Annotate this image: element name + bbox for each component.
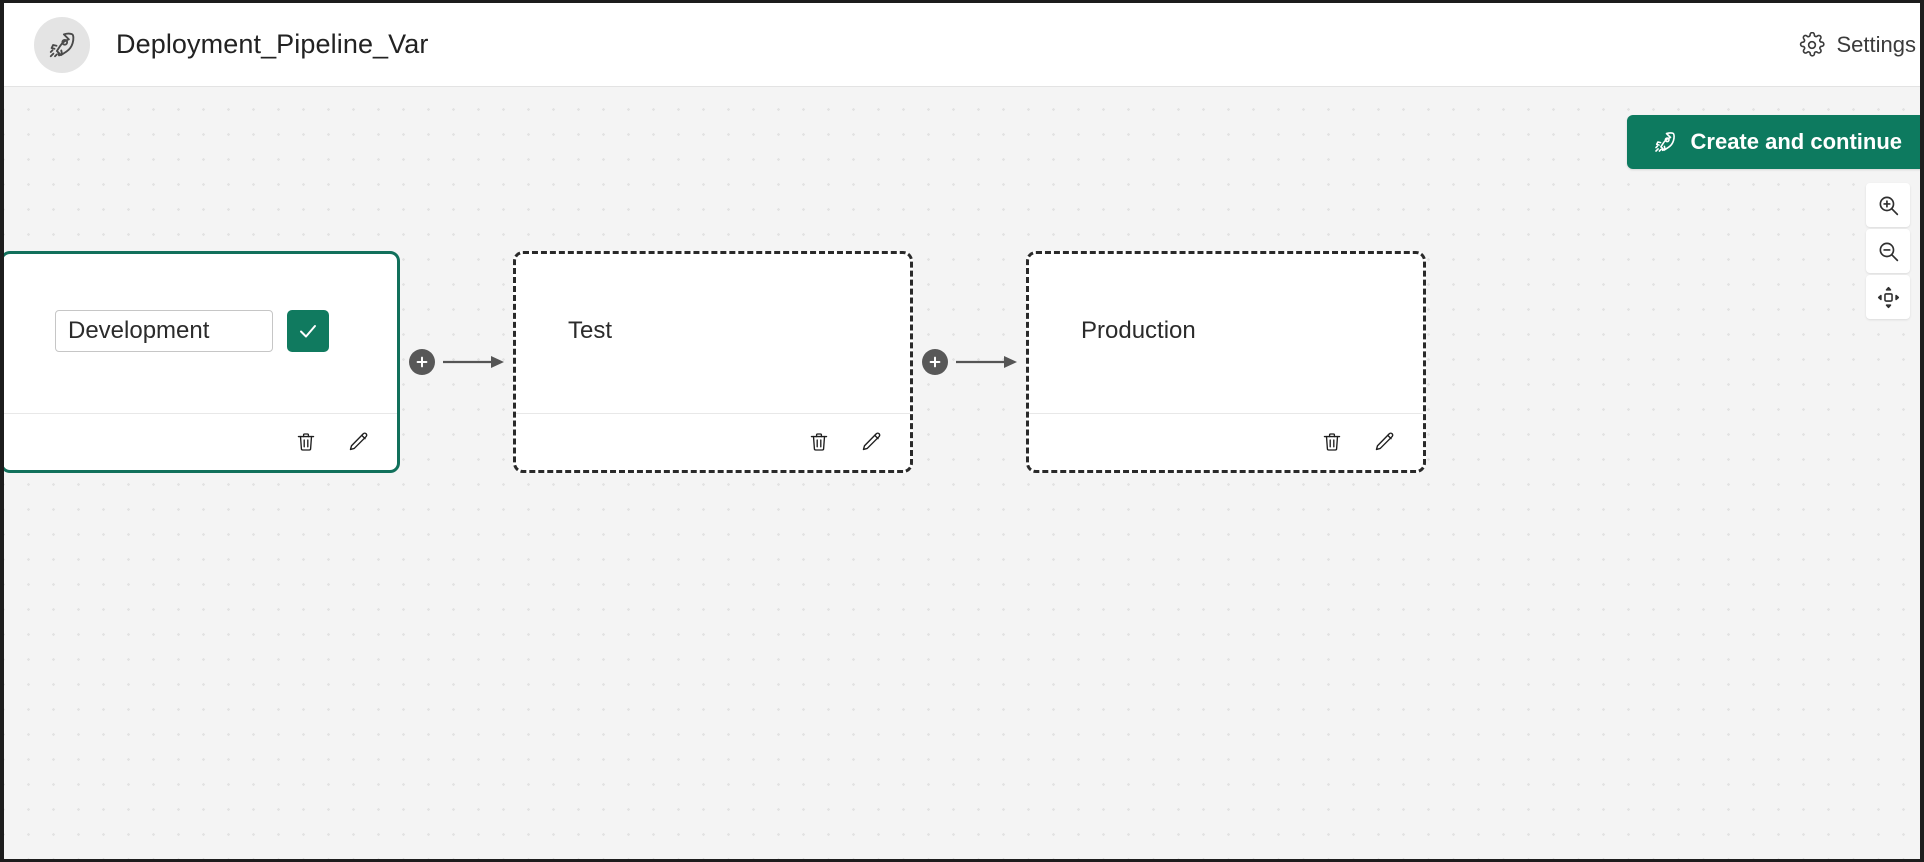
delete-stage-button[interactable] [293,429,319,455]
pencil-icon [1372,430,1397,455]
header-left-group: Deployment_Pipeline_Var [34,16,429,73]
stage-card-body: Production [1029,254,1423,413]
arrow-right-icon [442,353,505,371]
pipeline-flow: Test [4,251,1426,473]
stage-card-footer [4,413,397,470]
zoom-in-button[interactable] [1866,183,1910,227]
zoom-out-button[interactable] [1866,229,1910,273]
connector-2 [913,251,1026,473]
gear-icon [1799,31,1825,58]
stage-card-development[interactable] [4,251,400,473]
create-and-continue-label: Create and continue [1690,129,1902,154]
rocket-icon [1653,130,1677,154]
page-title: Deployment_Pipeline_Var [116,29,429,59]
pipeline-canvas[interactable]: Create and continue [4,87,1920,859]
delete-stage-button[interactable] [1319,429,1345,455]
check-icon [296,319,320,343]
settings-button[interactable]: Settings [1799,31,1921,58]
stage-name-label: Production [1081,316,1196,344]
zoom-in-icon [1876,193,1901,218]
add-stage-button[interactable] [921,349,948,375]
trash-icon [294,430,318,454]
zoom-out-icon [1876,239,1901,264]
edit-stage-button[interactable] [345,429,371,455]
trash-icon [1320,430,1344,454]
plus-icon [414,354,430,370]
edit-stage-button[interactable] [1371,429,1397,455]
settings-label: Settings [1836,31,1917,57]
header-right-group: Settings [1799,31,1921,58]
plus-icon [927,354,943,370]
stage-card-footer [516,413,910,470]
stage-card-test[interactable]: Test [513,251,913,473]
arrow-right-icon [955,353,1018,371]
rocket-icon [34,16,90,73]
create-and-continue-button[interactable]: Create and continue [1626,115,1920,169]
stage-name-label: Test [568,316,613,344]
zoom-controls [1866,183,1910,319]
connector-1 [400,251,513,473]
stage-name-input[interactable] [55,309,273,352]
trash-icon [807,430,831,454]
pencil-icon [346,430,371,455]
stage-card-footer [1029,413,1423,470]
fit-to-screen-button[interactable] [1866,275,1910,319]
delete-stage-button[interactable] [806,429,832,455]
add-stage-button[interactable] [408,349,435,375]
confirm-stage-name-button[interactable] [287,309,329,352]
stage-card-body [4,254,397,413]
app-header: Deployment_Pipeline_Var Settings [4,3,1920,87]
stage-card-production[interactable]: Production [1026,251,1426,473]
stage-card-body: Test [516,254,910,413]
pencil-icon [859,430,884,455]
fit-to-screen-icon [1876,285,1901,310]
edit-stage-button[interactable] [858,429,884,455]
